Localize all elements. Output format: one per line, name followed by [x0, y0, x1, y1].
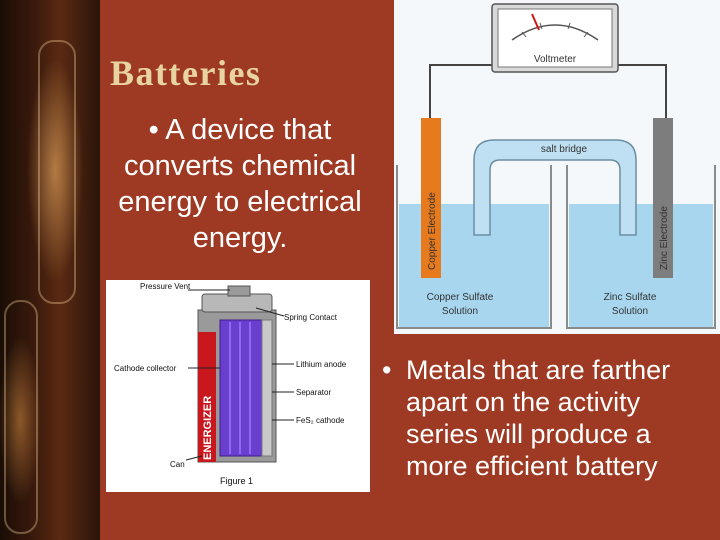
zinc-electrode [653, 118, 673, 278]
pressure-vent-label: Pressure Vent [140, 282, 191, 291]
right-solution [569, 204, 713, 328]
battery-label [198, 332, 216, 462]
copper-solution-label-line1: Copper Sulfate [427, 292, 494, 303]
bullet-symbol: • [382, 355, 392, 385]
zinc-solution-label-line2: Solution [612, 306, 648, 317]
spring-contact-label: Spring Contact [284, 313, 338, 322]
decorative-glass-tube [4, 300, 38, 534]
decorative-glass-tube [38, 40, 76, 304]
zinc-electrode-label: Zinc Electrode [659, 206, 670, 270]
decorative-background-strip [0, 0, 100, 540]
cathode-collector-label: Cathode collector [114, 364, 177, 373]
bullet-activity-series: • Metals that are farther apart on the a… [382, 354, 712, 482]
wire-right [606, 64, 667, 120]
salt-bridge [473, 139, 637, 236]
bullet-definition-text: A device that converts chemical energy t… [118, 114, 362, 254]
fes2-cathode-label: FeS₂ cathode [296, 416, 345, 425]
right-beaker [566, 165, 716, 329]
lithium-anode-label: Lithium anode [296, 360, 347, 369]
cathode-collector-part [261, 319, 273, 457]
copper-electrode [421, 118, 441, 278]
voltmeter-label: Voltmeter [534, 54, 577, 65]
bullet-symbol: • [148, 114, 159, 146]
slide-title: Batteries [110, 53, 262, 93]
voltmeter: Voltmeter [491, 3, 619, 73]
pressure-vent-part [227, 285, 251, 297]
copper-solution-label-line2: Solution [442, 306, 478, 317]
battery-brand: ENERGIZER [202, 396, 214, 460]
bullet-definition: • A device that converts chemical energy… [100, 112, 380, 256]
battery-cutaway-diagram: ENERGIZER Pressure Vent Spring Contact C… [106, 280, 370, 492]
voltmeter-needle [531, 13, 540, 31]
separator-label: Separator [296, 388, 331, 397]
left-beaker [396, 165, 552, 329]
bullet-activity-series-text: Metals that are farther apart on the act… [406, 355, 671, 481]
can-label: Can [170, 460, 185, 469]
zinc-solution-label-line1: Zinc Sulfate [604, 292, 657, 303]
salt-bridge-label: salt bridge [541, 144, 588, 155]
figure-caption: Figure 1 [220, 476, 253, 486]
copper-electrode-label: Copper Electrode [427, 192, 438, 270]
galvanic-cell-diagram: Voltmeter salt bridge Copper Electrode Z… [394, 0, 720, 334]
